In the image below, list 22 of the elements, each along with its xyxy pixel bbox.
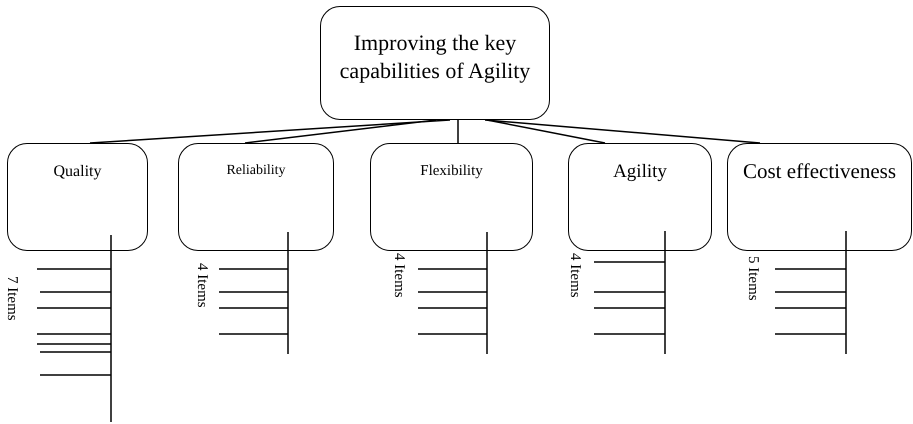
item-count-label: 4 Items bbox=[567, 253, 582, 298]
box-label: Flexibility bbox=[419, 162, 484, 181]
box-label: Cost effectiveness bbox=[742, 158, 897, 184]
rounded-box bbox=[320, 6, 550, 120]
item-count-label: 4 Items bbox=[194, 263, 209, 308]
connector-line bbox=[244, 119, 436, 144]
rounded-box bbox=[370, 143, 533, 251]
box-label: Reliability bbox=[225, 162, 287, 180]
connector-line bbox=[457, 120, 459, 143]
rounded-box bbox=[568, 143, 712, 251]
box-label: Quality bbox=[52, 162, 102, 182]
item-count-label: 7 Items bbox=[4, 276, 19, 321]
rounded-box bbox=[727, 143, 912, 251]
rounded-box bbox=[7, 143, 148, 251]
rounded-box bbox=[178, 143, 334, 251]
connector-line bbox=[486, 119, 606, 144]
item-count-label: 4 Items bbox=[391, 253, 406, 298]
box-label: Agility bbox=[612, 160, 668, 184]
box-label: Improving the key capabilities of Agility bbox=[338, 29, 532, 84]
item-count-label: 5 Items bbox=[745, 256, 760, 301]
connector-line bbox=[484, 119, 760, 144]
connector-line bbox=[90, 119, 450, 144]
